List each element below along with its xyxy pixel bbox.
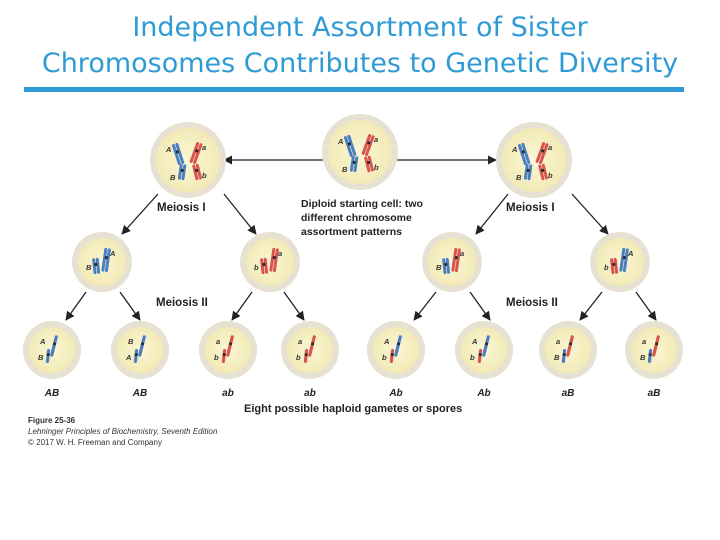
allele-label: a <box>460 249 464 258</box>
caption-book: Lehninger Principles of Biochemistry, Se… <box>28 426 217 437</box>
allele-label: B <box>436 263 442 272</box>
arrow-g8 <box>636 292 656 320</box>
cell-body <box>78 238 126 286</box>
gamete-cell-8: aB <box>625 321 683 379</box>
allele-label: A <box>109 249 115 258</box>
allele-label: B <box>516 173 522 182</box>
cell-top-left: AaBb <box>150 122 226 198</box>
gamete-cell-3: ab <box>199 321 257 379</box>
gamete-genotype: Ab <box>476 388 490 399</box>
cell-mi-1: AB <box>72 232 132 292</box>
caption-figure-number: Figure 25-36 <box>28 415 217 426</box>
gamete-genotype: Ab <box>388 388 402 399</box>
arrow-meiosis-i-ll <box>122 194 158 234</box>
cell-mi-4: Ab <box>590 232 650 292</box>
gamete-cell-1: AB <box>23 321 81 379</box>
diploid-label-line-3: assortment patterns <box>301 226 402 238</box>
arrow-meiosis-i-lr <box>224 194 256 234</box>
arrow-g6 <box>470 292 490 320</box>
gamete-genotype: aB <box>648 388 661 399</box>
allele-label: a <box>216 337 220 346</box>
cell-body <box>502 128 566 192</box>
gamete-genotype: AB <box>132 388 147 399</box>
cell-mi-3: aB <box>422 232 482 292</box>
allele-label: A <box>471 337 477 346</box>
allele-label: a <box>202 143 206 152</box>
allele-label: b <box>296 353 301 362</box>
allele-label: b <box>202 171 207 180</box>
arrow-meiosis-i-rl <box>476 194 508 234</box>
arrow-meiosis-i-rr <box>572 194 608 234</box>
allele-label: A <box>337 137 343 146</box>
arrow-g3 <box>232 292 252 320</box>
allele-label: A <box>627 249 633 258</box>
arrow-g7 <box>580 292 602 320</box>
figure-caption: Figure 25-36 Lehninger Principles of Bio… <box>28 415 217 448</box>
gamete-cell-6: Ab <box>455 321 513 379</box>
gamete-cell-5: Ab <box>367 321 425 379</box>
diploid-label-line-1: Diploid starting cell: two <box>301 198 423 210</box>
allele-label: B <box>128 337 134 346</box>
allele-label: B <box>554 353 560 362</box>
allele-label: a <box>642 337 646 346</box>
allele-label: B <box>170 173 176 182</box>
allele-label: a <box>374 135 378 144</box>
allele-label: a <box>556 337 560 346</box>
allele-label: b <box>254 263 259 272</box>
allele-label: A <box>125 353 131 362</box>
arrow-g1 <box>66 292 86 320</box>
diploid-label-line-2: different chromosome <box>301 212 412 224</box>
gamete-cell-2: BA <box>111 321 169 379</box>
allele-label: b <box>214 353 219 362</box>
diploid-label: Diploid starting cell: two different chr… <box>301 198 423 238</box>
allele-label: B <box>86 263 92 272</box>
cell-body <box>428 238 476 286</box>
gamete-genotype: ab <box>222 388 234 399</box>
gamete-genotype: AB <box>44 388 59 399</box>
cell-mi-2: ab <box>240 232 300 292</box>
allele-label: b <box>382 353 387 362</box>
label-meiosis-i-right: Meiosis I <box>506 202 555 214</box>
allele-label: A <box>511 145 517 154</box>
arrow-g2 <box>120 292 140 320</box>
allele-label: B <box>640 353 646 362</box>
allele-label: b <box>470 353 475 362</box>
allele-label: b <box>604 263 609 272</box>
label-meiosis-i-left: Meiosis I <box>157 202 206 214</box>
caption-copyright: © 2017 W. H. Freeman and Company <box>28 437 217 448</box>
cell-body <box>596 238 644 286</box>
allele-label: B <box>38 353 44 362</box>
arrow-g5 <box>414 292 436 320</box>
gamete-labels: AB AB ab ab Ab Ab aB aB <box>44 388 661 399</box>
gamete-cell-4: ab <box>281 321 339 379</box>
cell-body <box>328 120 392 184</box>
gamete-cell-7: aB <box>539 321 597 379</box>
allele-label: B <box>342 165 348 174</box>
label-meiosis-ii-left: Meiosis II <box>156 297 208 309</box>
allele-label: A <box>383 337 389 346</box>
arrow-g4 <box>284 292 304 320</box>
label-gametes: Eight possible haploid gametes or spores <box>244 403 462 415</box>
allele-label: A <box>39 337 45 346</box>
allele-label: A <box>165 145 171 154</box>
allele-label: a <box>548 143 552 152</box>
gamete-genotype: ab <box>304 388 316 399</box>
cell-body <box>246 238 294 286</box>
allele-label: b <box>374 163 379 172</box>
allele-label: a <box>278 249 282 258</box>
allele-label: b <box>548 171 553 180</box>
allele-label: a <box>298 337 302 346</box>
cell-body <box>156 128 220 192</box>
label-meiosis-ii-right: Meiosis II <box>506 297 558 309</box>
gamete-genotype: aB <box>562 388 575 399</box>
